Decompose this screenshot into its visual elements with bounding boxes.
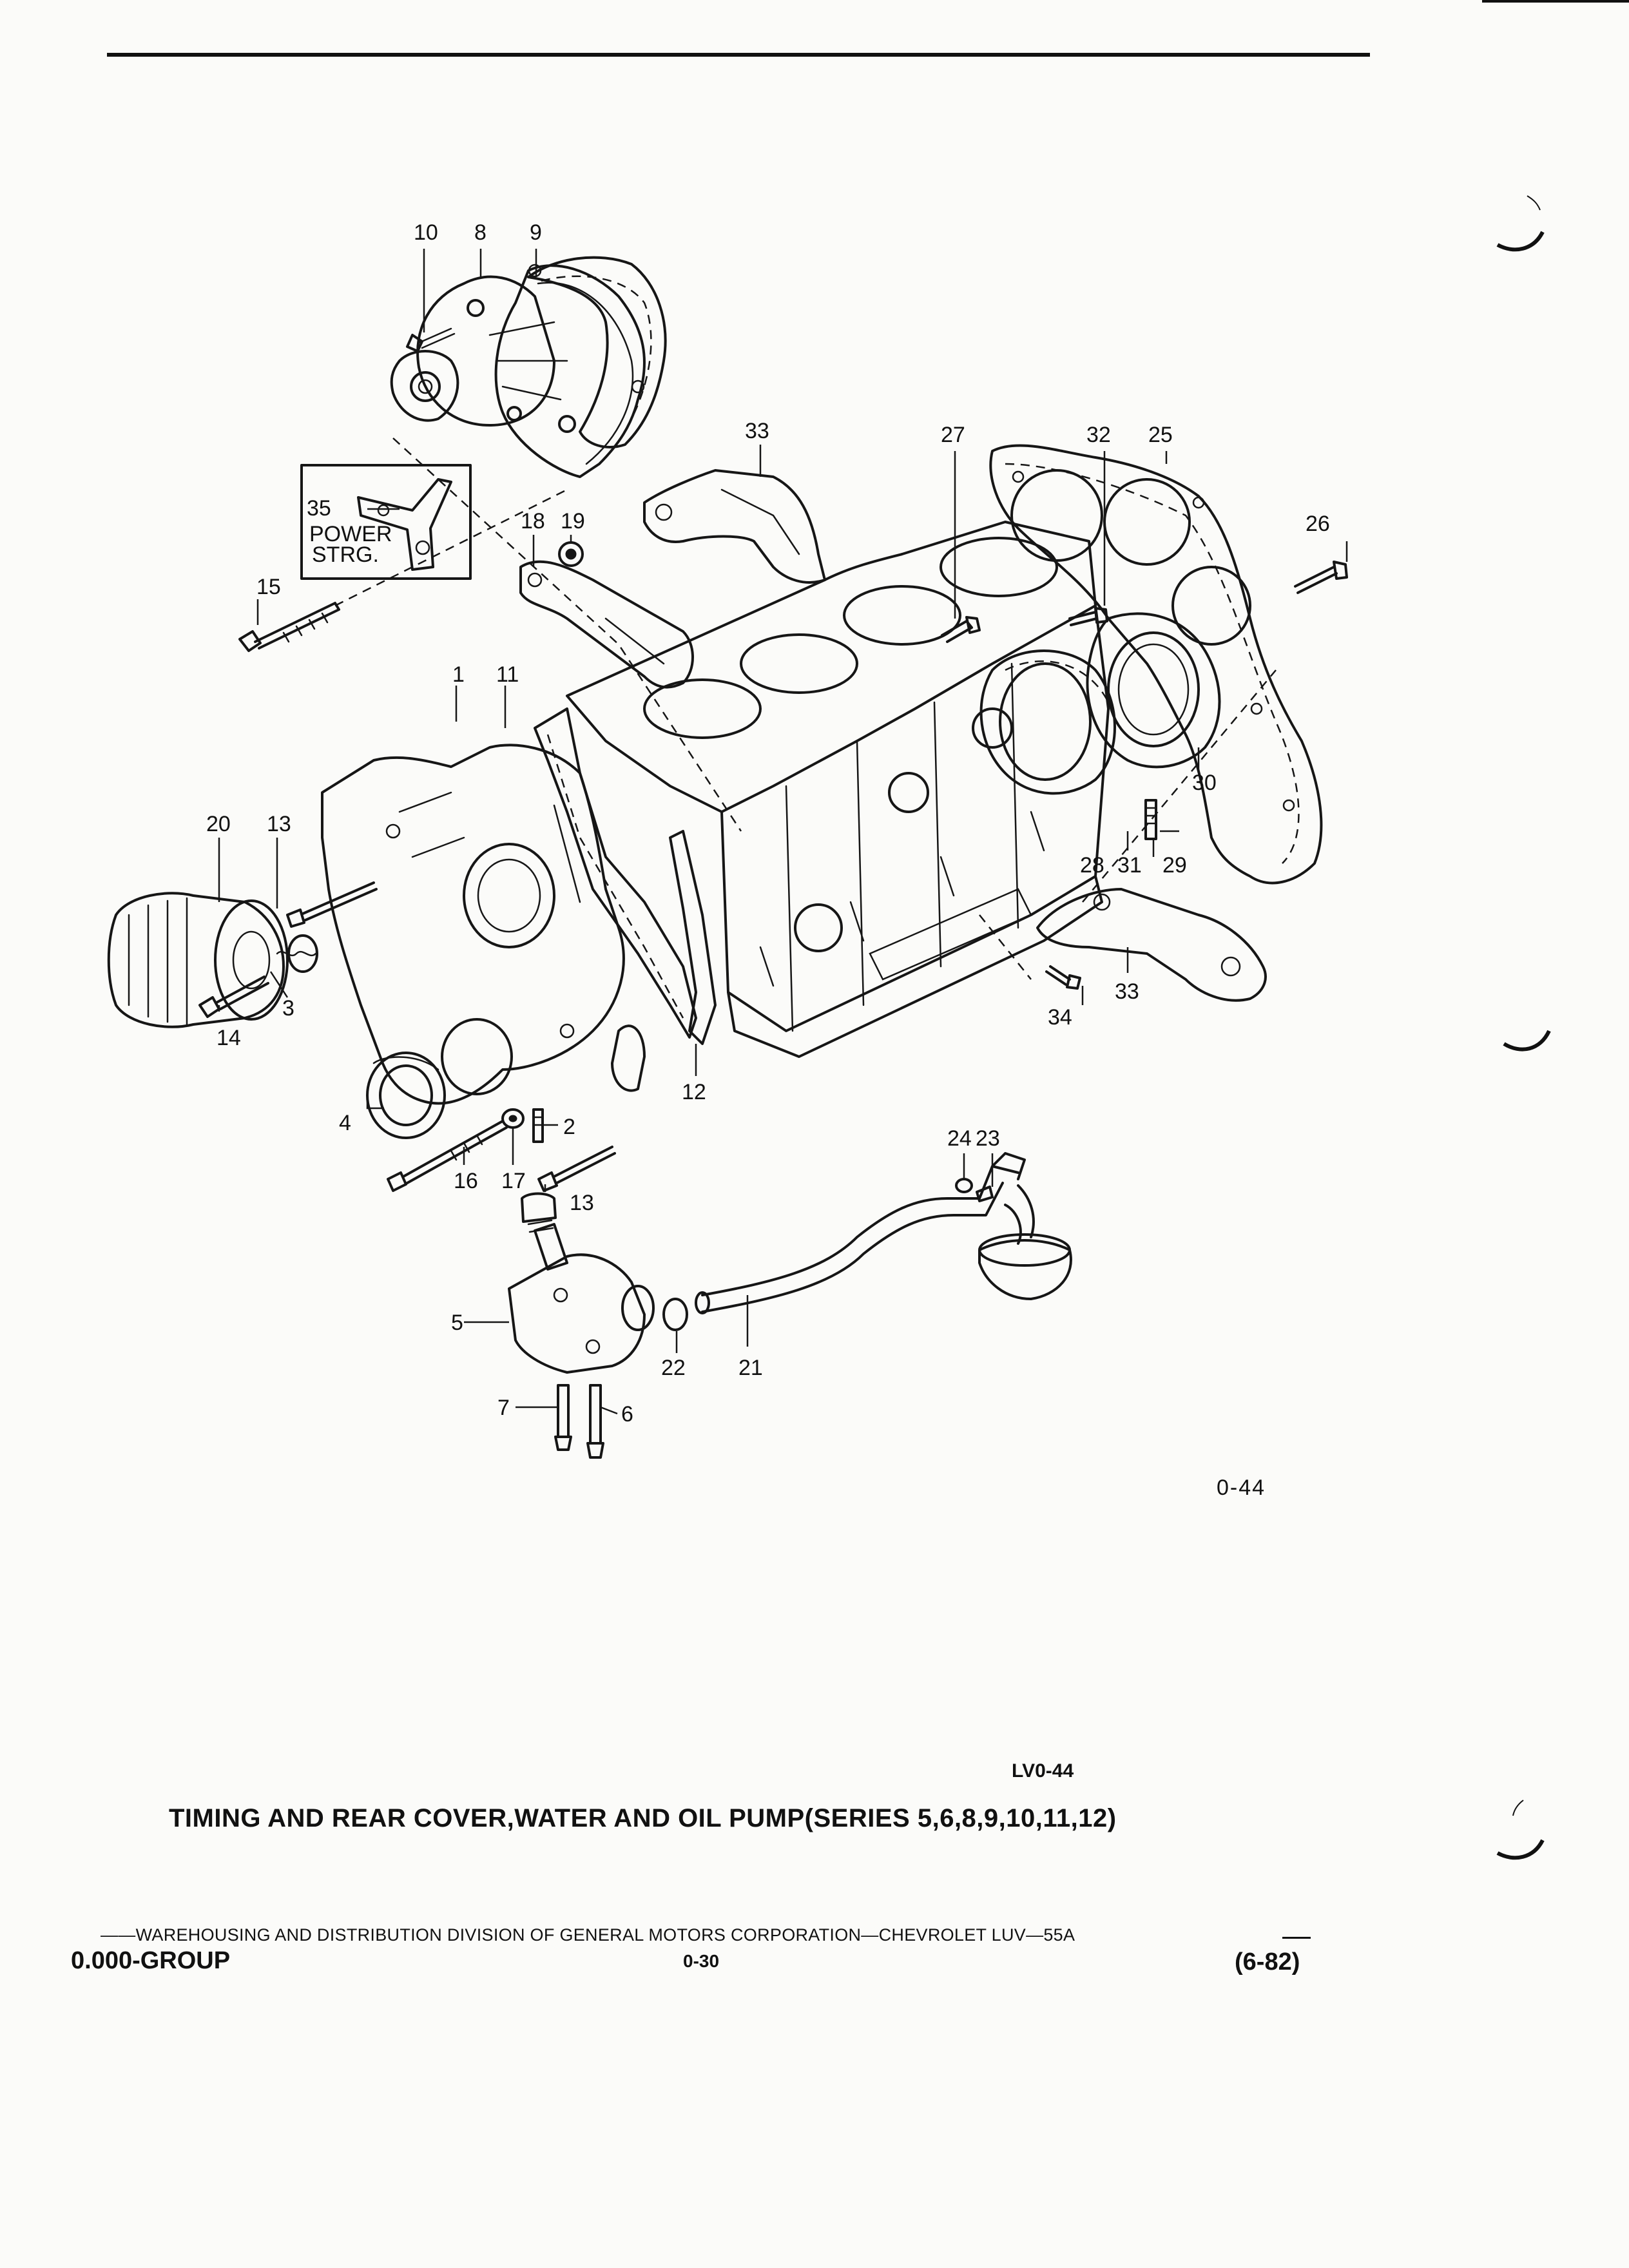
bolt-13-lower-part bbox=[537, 1146, 616, 1192]
callout-34: 34 bbox=[1048, 1005, 1072, 1030]
footer-date: (6-82) bbox=[1235, 1948, 1300, 1975]
callout-11: 11 bbox=[496, 662, 519, 687]
footer-dash bbox=[1282, 1937, 1311, 1939]
callout-2: 2 bbox=[563, 1115, 575, 1139]
callout-5: 5 bbox=[451, 1311, 463, 1335]
callout-14: 14 bbox=[217, 1026, 241, 1050]
callout-17: 17 bbox=[501, 1169, 526, 1193]
callout-10: 10 bbox=[414, 220, 438, 245]
footer-page-number: 0-30 bbox=[683, 1951, 720, 1971]
callout-32: 32 bbox=[1086, 423, 1111, 447]
callout-19: 19 bbox=[561, 509, 585, 533]
callout-35: 35 bbox=[307, 496, 331, 521]
callout-25: 25 bbox=[1148, 423, 1173, 447]
binder-mark-bottom bbox=[1496, 1800, 1545, 1860]
inset-label-strg: STRG. bbox=[312, 543, 379, 567]
bolt-13-upper-part bbox=[286, 881, 378, 928]
callout-13-lower: 13 bbox=[570, 1191, 594, 1215]
water-pump-part bbox=[390, 264, 646, 478]
callout-8: 8 bbox=[474, 220, 487, 245]
callout-1: 1 bbox=[452, 662, 465, 687]
bolt-6-part bbox=[586, 1384, 604, 1459]
relief-spring-3-part bbox=[276, 934, 318, 973]
callout-12: 12 bbox=[682, 1080, 706, 1104]
engine-block-part bbox=[566, 521, 1110, 1058]
bracket-33-lower-part bbox=[1036, 888, 1267, 1002]
bolt-15-part bbox=[238, 602, 340, 652]
bolt-16-part bbox=[387, 1120, 508, 1192]
page-title: TIMING AND REAR COVER,WATER AND OIL PUMP… bbox=[169, 1804, 1117, 1832]
callout-23: 23 bbox=[976, 1126, 1000, 1151]
callout-21: 21 bbox=[738, 1356, 763, 1380]
rear-seal-gasket-28-part bbox=[979, 649, 1116, 795]
figure-code: 0-44 bbox=[1217, 1475, 1266, 1500]
callout-20: 20 bbox=[206, 812, 231, 836]
callout-3: 3 bbox=[282, 996, 294, 1021]
binder-mark-top bbox=[1496, 195, 1545, 252]
bracket-18-part bbox=[519, 560, 694, 689]
callout-15: 15 bbox=[256, 575, 281, 599]
callout-33-upper: 33 bbox=[745, 419, 769, 443]
bolt-27-part bbox=[941, 616, 981, 643]
stud-2-part bbox=[532, 1108, 544, 1143]
o-ring-22-part bbox=[662, 1298, 688, 1331]
callout-33-lower: 33 bbox=[1115, 979, 1139, 1004]
inset-label-power: POWER bbox=[309, 522, 392, 546]
front-seal-4-part bbox=[366, 1052, 446, 1139]
water-pump-gasket-part bbox=[527, 256, 667, 448]
callout-24: 24 bbox=[947, 1126, 972, 1151]
bracket-33-upper-part bbox=[643, 469, 826, 584]
callout-13-upper: 13 bbox=[267, 812, 291, 836]
washer-24-part bbox=[955, 1178, 973, 1193]
callout-26: 26 bbox=[1306, 512, 1330, 536]
binder-mark-middle bbox=[1503, 1030, 1551, 1052]
oil-pump-part bbox=[508, 1192, 655, 1374]
leader-lines bbox=[218, 249, 1348, 1415]
washer-17-part bbox=[501, 1108, 525, 1129]
callout-29: 29 bbox=[1162, 853, 1187, 878]
bolt-32-part bbox=[1068, 607, 1108, 626]
callout-4: 4 bbox=[339, 1111, 351, 1135]
timing-cover-part bbox=[321, 744, 646, 1105]
bolt-23-part bbox=[976, 1186, 994, 1202]
callout-9: 9 bbox=[530, 220, 542, 245]
stud-29-part bbox=[1144, 799, 1157, 840]
top-rule bbox=[107, 53, 1370, 57]
gasket-12-part bbox=[669, 830, 717, 1045]
callout-27: 27 bbox=[941, 423, 965, 447]
timing-cover-gasket-11-part bbox=[534, 707, 697, 1039]
callout-18: 18 bbox=[521, 509, 545, 533]
drawing-code: LV0-44 bbox=[1012, 1760, 1074, 1782]
washer-19-part bbox=[558, 541, 584, 567]
callout-30: 30 bbox=[1192, 771, 1217, 795]
footer-publisher-line: ——WAREHOUSING AND DISTRIBUTION DIVISION … bbox=[101, 1925, 1075, 1945]
bolt-7-part bbox=[554, 1384, 572, 1451]
callout-6: 6 bbox=[621, 1402, 633, 1427]
callout-22: 22 bbox=[661, 1356, 686, 1380]
footer-group: 0.000-GROUP bbox=[71, 1947, 231, 1974]
callout-16: 16 bbox=[454, 1169, 478, 1193]
bolt-34-part bbox=[1045, 965, 1081, 990]
callout-7: 7 bbox=[497, 1396, 510, 1420]
callout-31: 31 bbox=[1117, 853, 1142, 878]
bolt-10-part bbox=[406, 327, 456, 352]
oil-filter-part bbox=[107, 892, 289, 1028]
power-steering-inset bbox=[300, 464, 472, 580]
top-rule-right bbox=[1482, 0, 1629, 3]
oil-strainer-part bbox=[978, 1184, 1072, 1300]
callout-28: 28 bbox=[1080, 853, 1104, 878]
bolt-26-part bbox=[1294, 561, 1348, 594]
pickup-pipe-21-part bbox=[695, 1152, 1026, 1314]
